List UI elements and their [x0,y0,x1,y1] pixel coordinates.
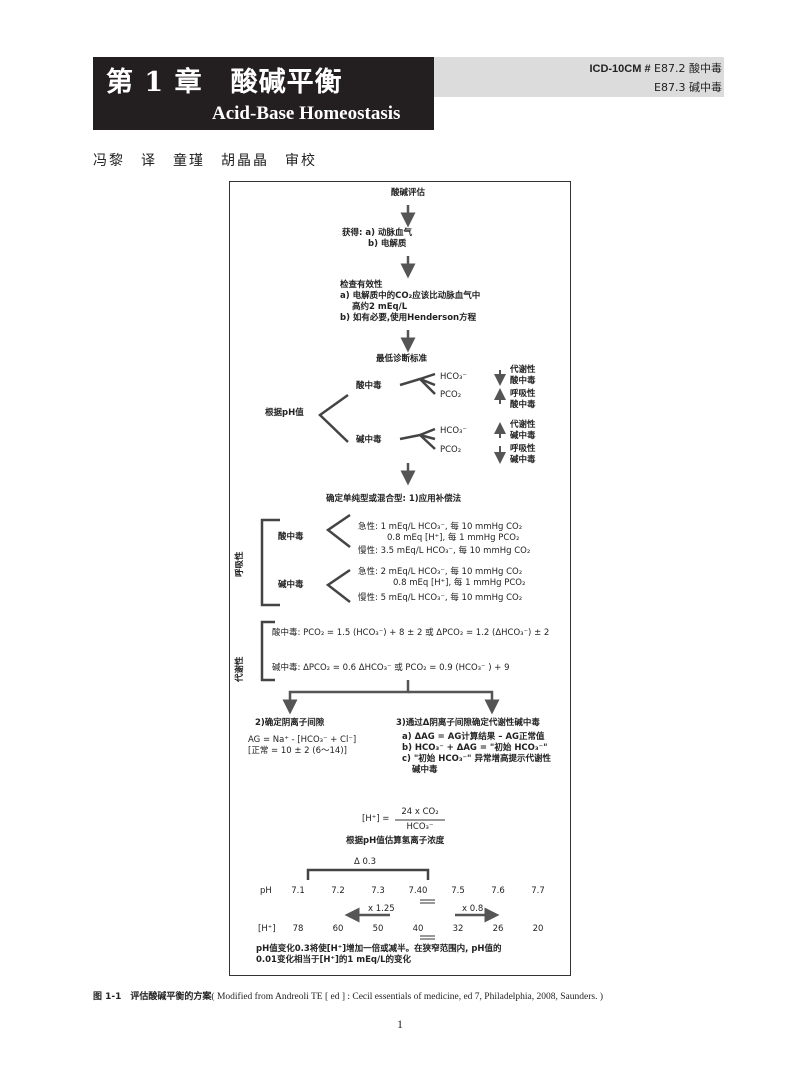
h-equation-denominator: HCO₃⁻ [406,822,434,832]
icd-code-line-1: ICD-10CM # E87.2 酸中毒 [589,60,722,76]
figure-caption: 图 1-1 评估酸碱平衡的方案( Modified from Andreoli … [93,989,603,1002]
metabolic-alkalosis-1: 代谢性 [510,420,536,430]
h-row-label: [H⁺] [258,924,276,934]
anion-gap-normal: [正常 = 10 ± 2 (6～14)] [248,746,347,756]
acid-base-flowchart: 酸碱评估 获得: a) 动脉血气 b) 电解质 检查有效性 a) 电解质中的CO… [229,181,571,976]
determine-mix: 确定单纯型或混合型: 1)应用补偿法 [326,494,462,504]
h-concentration-value: 50 [372,924,384,934]
hco3-alk: HCO₃⁻ [440,426,467,436]
ph-value: 7.6 [491,886,505,896]
ph-value: 7.3 [371,886,385,896]
respiratory-text: 呼吸性 [235,551,245,577]
ph-value: 7.7 [531,886,545,896]
metabolic-acidosis-formula: 酸中毒: PCO₂ = 1.5 (HCO₃⁻) + 8 ± 2 或 ΔPCO₂ … [272,628,550,638]
multiplier-left: x 1.25 [368,904,395,914]
resp-alk-chronic: 慢性: 5 mEq/L HCO₃⁻, 每 10 mmHg CO₂ [358,593,523,603]
split-arrows [282,680,500,715]
obtain-line-2: b) 电解质 [368,239,407,249]
anion-gap-title: 2)确定阴离子间隙 [255,718,325,728]
resp-alkalosis-label: 碱中毒 [278,580,304,590]
caption-source: ( Modified from Andreoli TE [ ed ] : Cec… [211,992,604,1002]
resp-acid-chronic: 慢性: 3.5 mEq/L HCO₃⁻, 每 10 mmHg CO₂ [358,546,531,556]
delta-gap-b: b) HCO₃⁻ + ΔAG = "初始 HCO₃⁻" [402,743,548,753]
icd-code-block [434,57,724,97]
metabolic-bracket [260,620,275,682]
resp-acidosis-label: 酸中毒 [278,532,304,542]
min-criteria: 最低诊断标准 [376,354,428,364]
multiplier-right: x 0.8 [462,904,484,914]
resp-acid-acute-1: 急性: 1 mEq/L HCO₃⁻, 每 10 mmHg CO₂ [358,522,523,532]
h-concentration-value: 78 [292,924,304,934]
acidosis-label: 酸中毒 [356,381,382,391]
chapter-title-english: Acid-Base Homeostasis [212,103,401,124]
respiratory-alkalosis-2: 碱中毒 [510,455,536,465]
alkalosis-label: 碱中毒 [356,435,382,445]
delta-gap-c1: c) "初始 HCO₃⁻" 异常增高提示代谢性 [402,754,551,764]
h-concentration-value: 40 [412,924,424,934]
delta-ph-label: Δ 0.3 [354,857,377,867]
delta-gap-c2: 碱中毒 [412,765,438,775]
ph-value: 7.40 [408,886,428,896]
pco2-alk: PCO₂ [440,445,462,455]
obtain-line-1: 获得: a) 动脉血气 [342,228,412,238]
validity-b: b) 如有必要,使用Henderson方程 [340,313,477,323]
h-concentration-value: 32 [452,924,464,934]
icd-prefix: ICD-10CM # [589,63,651,75]
h-equation-lhs: [H⁺] = [362,814,390,824]
resp-alk-acute-1: 急性: 2 mEq/L HCO₃⁻, 每 10 mmHg CO₂ [358,567,523,577]
note-line-2: 0.01变化相当于[H⁺]的1 mEq/L的变化 [256,955,411,965]
ph-row-label: pH [260,886,272,896]
validity-a2: 高约2 mEq/L [352,302,408,312]
resp-alk-acute-2: 0.8 mEq [H⁺], 每 1 mmHg PCO₂ [393,578,526,588]
respiratory-bracket [260,513,351,607]
h-estimate-caption: 根据pH值估算氢离子浓度 [346,836,445,846]
h-equation-numerator: 24 x CO₂ [401,807,439,817]
caption-label: 图 1-1 评估酸碱平衡的方案 [93,992,212,1002]
metabolic-acidosis-1: 代谢性 [510,365,536,375]
h-concentration-value: 26 [492,924,504,934]
validity-title: 检查有效性 [340,280,383,290]
anion-gap-formula: AG = Na⁺ - [HCO₃⁻ + Cl⁻] [248,735,357,745]
ph-branch-lines [318,372,436,450]
metabolic-acidosis-2: 酸中毒 [510,376,536,386]
ph-value: 7.1 [291,886,305,896]
h-concentration-value: 60 [332,924,344,934]
page-number: 1 [397,1017,403,1031]
metabolic-alkalosis-formula: 碱中毒: ΔPCO₂ = 0.6 ΔHCO₃⁻ 或 PCO₂ = 0.9 (HC… [272,663,510,673]
icd-code-alkalosis: E87.3 碱中毒 [654,81,722,94]
respiratory-acidosis-2: 酸中毒 [510,400,536,410]
icd-code-acidosis: E87.2 酸中毒 [650,62,722,75]
translator-credits: 冯黎 译 童瑾 胡晶晶 审校 [93,153,317,169]
delta-gap-a: a) ΔAG = AG计算结果 – AG正常值 [402,732,545,742]
ph-value: 7.5 [451,886,465,896]
h-concentration-value: 20 [532,924,544,934]
metabolic-text: 代谢性 [235,656,245,682]
resp-acid-acute-2: 0.8 mEq [H⁺], 每 1 mmHg PCO₂ [387,533,520,543]
hco3-acid: HCO₃⁻ [440,372,467,382]
ph-based-label: 根据pH值 [265,408,304,418]
flow-title: 酸碱评估 [390,188,425,198]
metabolic-alkalosis-2: 碱中毒 [510,431,536,441]
note-line-1: pH值变化0.3将使[H⁺]增加一倍或减半。在狭窄范围内, pH值的 [256,944,502,954]
validity-a1: a) 电解质中的CO₂应该比动脉血气中 [340,291,481,301]
chapter-header-block [93,57,434,130]
ph-value: 7.2 [331,886,345,896]
respiratory-alkalosis-1: 呼吸性 [510,444,536,454]
delta-ph-bracket [306,868,430,880]
respiratory-acidosis-1: 呼吸性 [510,389,536,399]
flowchart-graphics [260,205,506,940]
delta-gap-title: 3)通过Δ阴离子间隙确定代谢性碱中毒 [396,718,540,728]
chapter-title: 第 1 章 酸碱平衡 [106,67,343,98]
pco2-acid: PCO₂ [440,390,462,400]
